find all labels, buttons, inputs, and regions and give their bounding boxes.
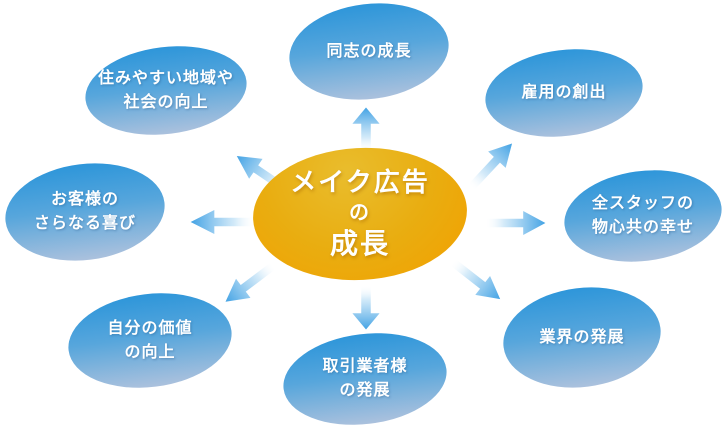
- node-right: 全スタッフの 物心共の幸せ: [564, 171, 722, 261]
- node-right-label-line1: 全スタッフの: [591, 195, 694, 212]
- node-top: 同志の成長: [289, 4, 449, 99]
- node-bottom-label-line2: の発展: [339, 382, 391, 399]
- node-top-left-label-line1: 住みやすい地域や: [97, 69, 234, 87]
- arrow-down-icon: [352, 286, 380, 330]
- arrow-left-icon: [190, 210, 254, 234]
- node-bottom-left-label-line2: の向上: [124, 343, 176, 361]
- center-label-line3: 成長: [329, 227, 390, 259]
- center-label-line2: の: [349, 201, 371, 224]
- arrow-right-icon: [486, 211, 546, 235]
- arrow-up-right-icon: [468, 143, 513, 190]
- node-top-left: 住みやすい地域や 社会の向上: [85, 47, 247, 134]
- node-left-label-line1: お客様の: [50, 191, 119, 208]
- center-label-line1: メイク広告: [290, 166, 430, 197]
- node-right-label-line2: 物心共の幸せ: [591, 219, 694, 236]
- node-top-left-label-line2: 社会の向上: [123, 93, 209, 111]
- node-top-right-label: 雇用の創出: [521, 84, 607, 101]
- node-bottom: 取引業者様 の発展: [283, 334, 447, 424]
- arrow-up-icon: [352, 107, 380, 151]
- node-top-label: 同志の成長: [326, 42, 412, 60]
- center-node-growth: メイク広告 の 成長: [253, 148, 467, 280]
- node-top-right: 雇用の創出: [485, 50, 643, 136]
- node-bottom-right-label: 業界の発展: [539, 328, 625, 346]
- node-bottom-right: 業界の発展: [503, 288, 661, 387]
- node-bottom-left: 自分の価値 の向上: [68, 294, 232, 387]
- node-bottom-label-line1: 取引業者様: [322, 358, 408, 375]
- node-left-label-line2: さらなる喜び: [33, 215, 136, 232]
- node-bottom-left-label-line1: 自分の価値: [107, 319, 193, 337]
- node-left: お客様の さらなる喜び: [5, 164, 165, 260]
